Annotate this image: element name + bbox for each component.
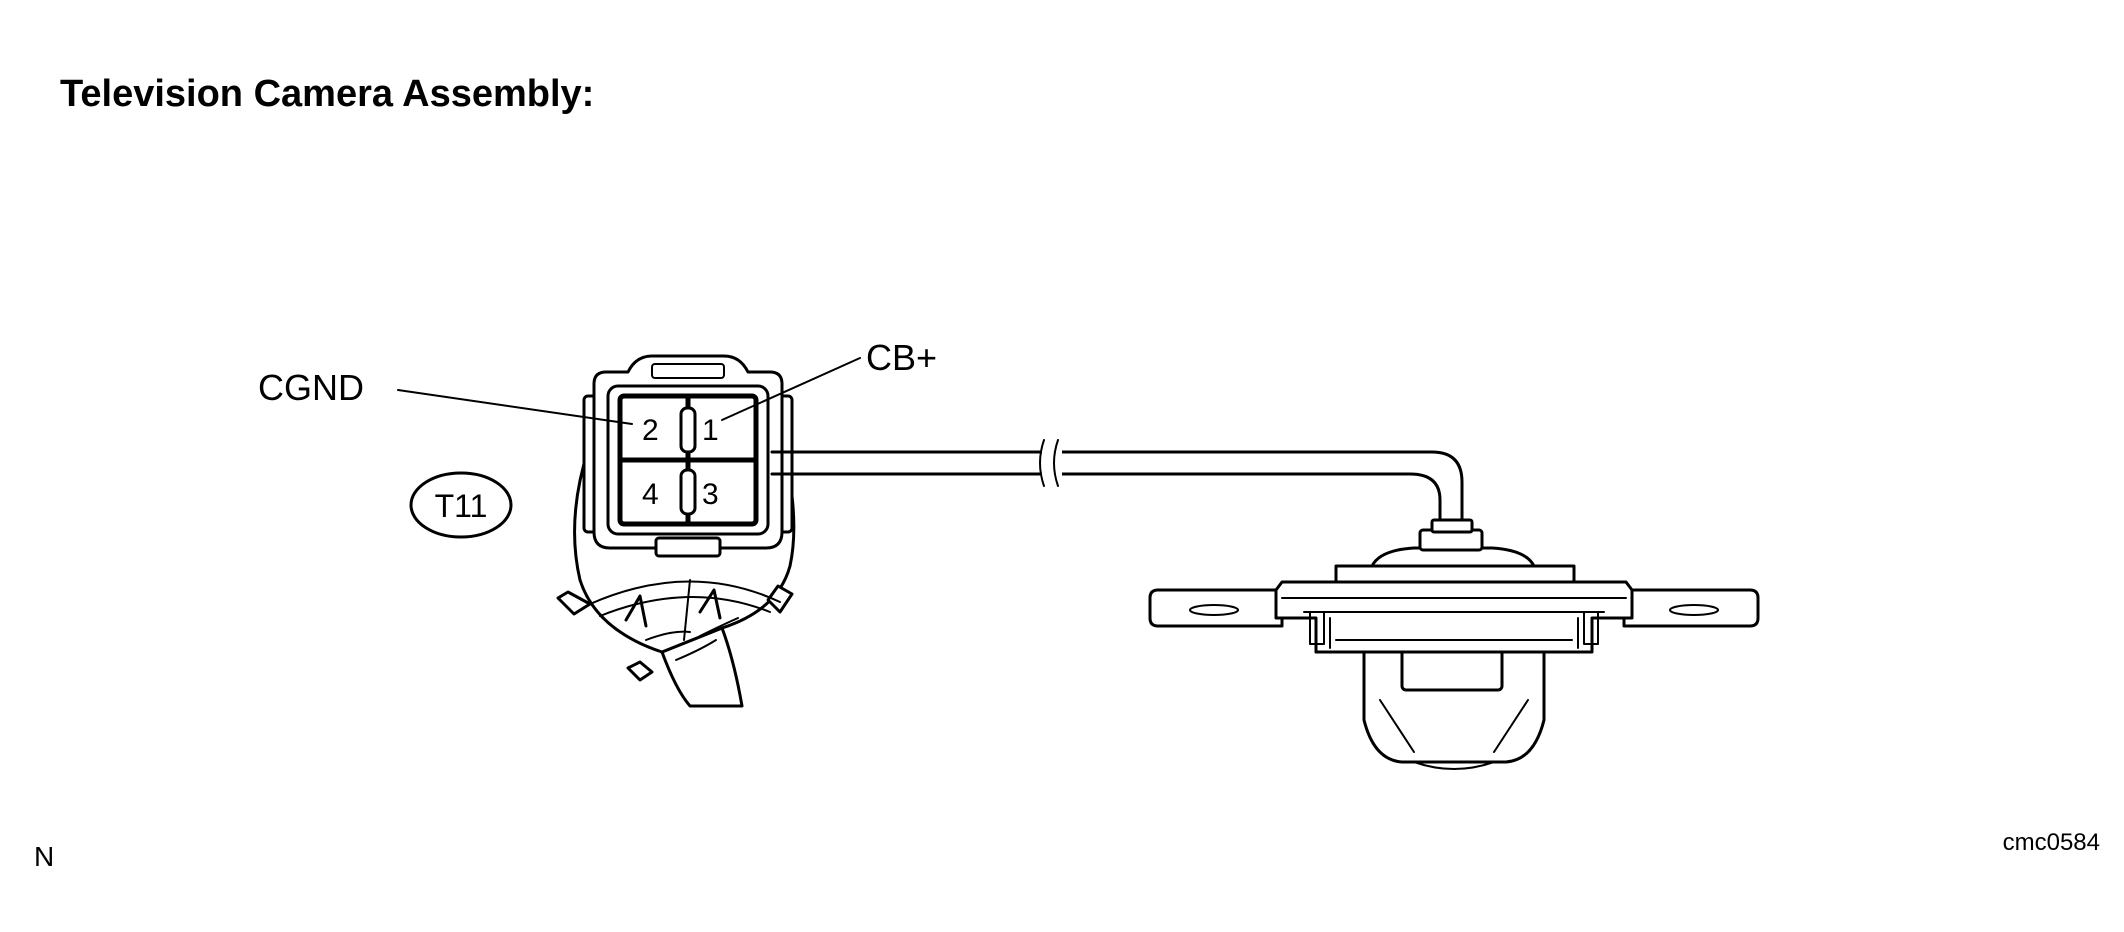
page-title: Television Camera Assembly: [60,73,594,115]
label-cbplus: CB+ [866,337,937,378]
mount-hole-left [1189,604,1239,616]
label-cgnd: CGND [258,367,364,408]
pin-4-number: 4 [642,478,659,511]
connector-code: T11 [435,488,488,524]
connector-cable [660,626,744,708]
footer-mark: N [34,841,54,872]
connector-code-badge [409,471,513,539]
mount-tab-left [1148,588,1284,628]
mount-hole-right [1669,604,1719,616]
mount-tab-right [1622,588,1760,628]
lens-housing [1362,644,1546,764]
figure-id: cmc0584 [2003,829,2100,856]
pin-3-number: 3 [702,478,719,511]
pin-2-number: 2 [642,414,659,447]
leader-cbplus [721,357,861,421]
camera-body [1148,518,1760,770]
pin-1-number: 1 [702,414,719,447]
connector-t11: 2 1 4 3 [556,354,796,708]
camera-top-block [1334,564,1576,584]
leader-cgnd [397,389,633,425]
wire-harness [770,439,1464,532]
terminal-slot [679,468,697,516]
terminal-slot [679,406,697,454]
